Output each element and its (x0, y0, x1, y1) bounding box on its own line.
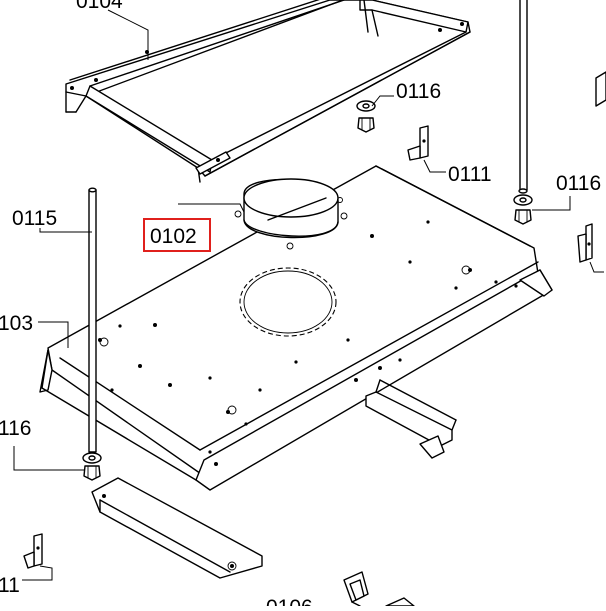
label-0115[interactable]: 0115 (12, 207, 57, 230)
screw-0116-left[interactable] (82, 452, 102, 481)
leader-lines (13, 9, 604, 581)
label-0102[interactable]: 0102 (150, 225, 197, 248)
label-0116-right[interactable]: 0116 (556, 172, 601, 195)
bracket-0111-bottom[interactable] (23, 533, 43, 569)
bracket-0111-top[interactable] (407, 125, 429, 161)
label-0111-top[interactable]: 0111 (448, 163, 492, 186)
part-0104-frame[interactable] (65, 0, 471, 183)
label-0116-top[interactable]: 0116 (396, 80, 441, 103)
highlight-box (143, 218, 211, 252)
label-0103[interactable]: 103 (0, 312, 33, 335)
highlighted-callout-0102[interactable]: 0102 (143, 218, 211, 252)
part-0102-collar-ring[interactable] (234, 178, 348, 250)
label-0111-bottom[interactable]: 11 (0, 574, 20, 597)
screw-0116-right[interactable] (513, 194, 533, 225)
bracket-right-edge[interactable] (577, 71, 606, 263)
rod-right[interactable] (518, 0, 528, 194)
rod-0115[interactable] (88, 187, 97, 453)
label-0106[interactable]: 0106 (266, 596, 313, 611)
part-bottom-clip[interactable] (343, 571, 415, 607)
label-0116-left[interactable]: 116 (0, 417, 31, 440)
label-0104[interactable]: 0104 (76, 0, 123, 13)
screw-0116-top[interactable] (356, 100, 376, 133)
part-lower-bracket[interactable] (91, 477, 263, 579)
part-0103-hood-panel[interactable] (39, 165, 553, 491)
